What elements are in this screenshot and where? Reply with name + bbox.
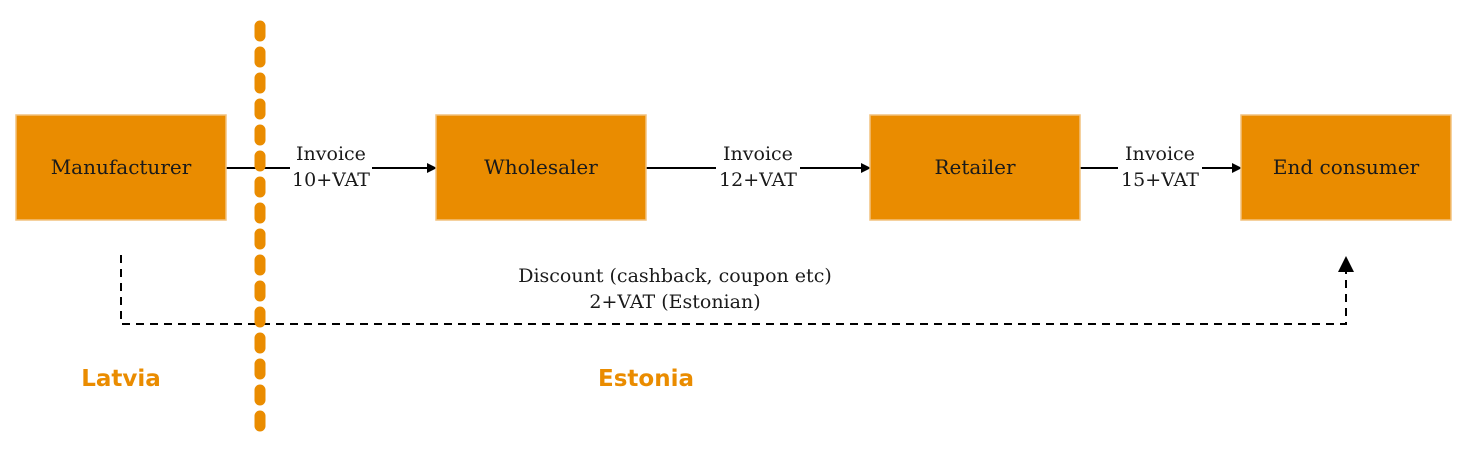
edge-3-invoice-label: Invoice [1125,143,1195,165]
discount-arrowhead [1338,256,1354,272]
discount-dashed-arrow [120,255,1347,325]
node-wholesaler: Wholesaler [435,114,647,221]
edge-2-amount-label: 12+VAT [719,169,797,191]
end-consumer-label: End consumer [1273,155,1420,179]
edge-3-amount-label: 15+VAT [1121,169,1199,191]
region-estonia-label: Estonia [598,366,694,392]
edge-2-invoice-label: Invoice [723,143,793,165]
node-end-consumer: End consumer [1240,114,1452,221]
edge-1-invoice-label: Invoice [296,143,366,165]
edge-1-amount-label: 10+VAT [292,169,370,191]
node-manufacturer: Manufacturer [15,114,227,221]
node-retailer: Retailer [869,114,1081,221]
discount-label: Discount (cashback, coupon etc) [518,265,832,287]
region-latvia-label: Latvia [81,366,161,392]
discount-amount-label: 2+VAT (Estonian) [589,291,760,313]
manufacturer-label: Manufacturer [51,155,192,179]
retailer-label: Retailer [934,155,1015,179]
wholesaler-label: Wholesaler [484,155,598,179]
